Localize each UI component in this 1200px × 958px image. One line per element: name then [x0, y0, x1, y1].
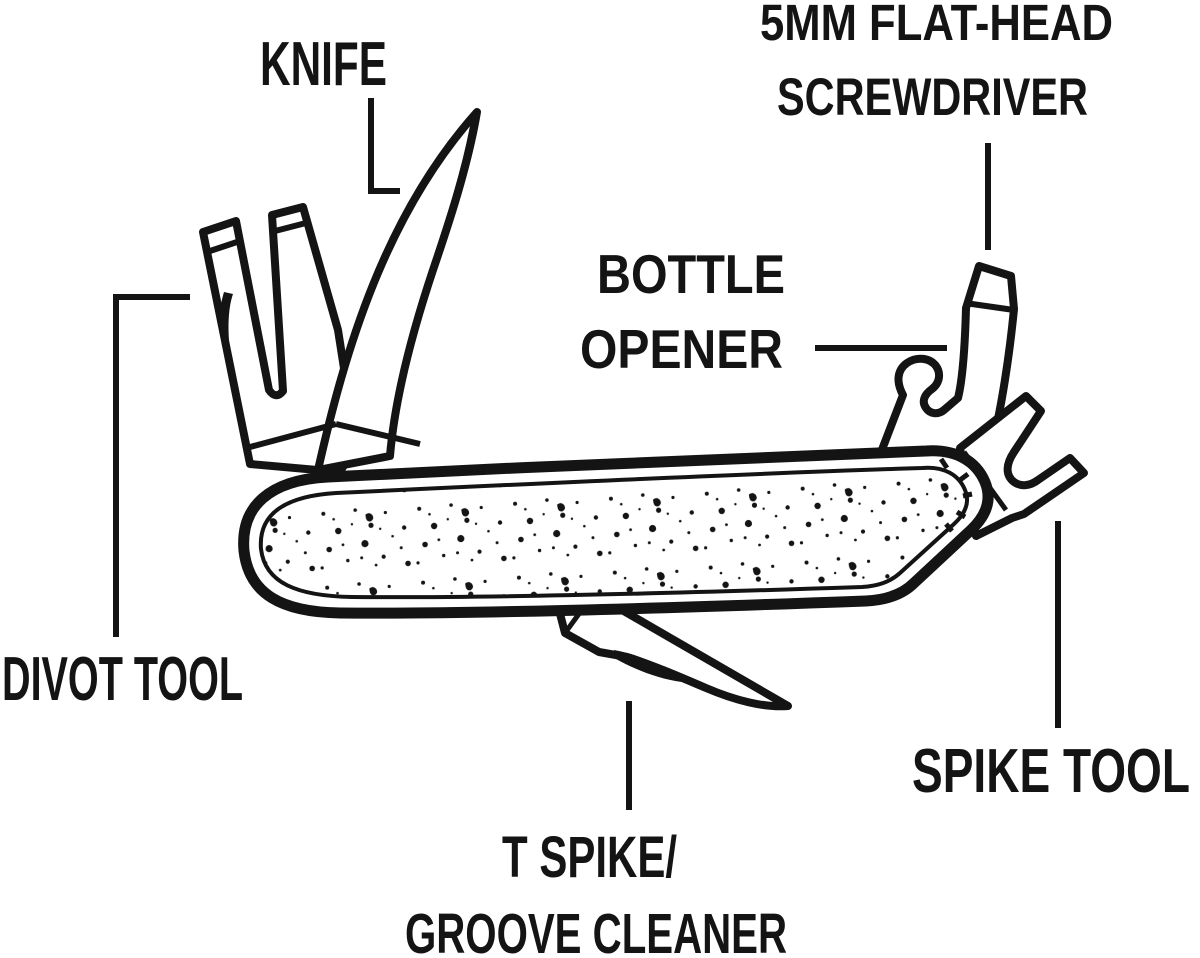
label-divot-tool: DIVOT TOOL — [2, 645, 243, 714]
divot-nail-nick — [219, 292, 233, 357]
label-flathead-line1: 5MM FLAT-HEAD — [760, 0, 1113, 51]
knife-edge-line — [390, 124, 474, 452]
divot-tool-drawing — [199, 203, 360, 476]
label-knife: KNIFE — [260, 30, 387, 99]
screwdriver-bevel-line — [964, 300, 1015, 313]
screwdriver-outline — [874, 262, 1018, 468]
tool-base-fold-left — [249, 421, 337, 450]
handle-tick-marks — [938, 457, 973, 533]
label-spike-tool: SPIKE TOOL — [912, 737, 1190, 806]
label-bottle-line1: BOTTLE — [597, 243, 785, 305]
divot-prong-cap-right — [274, 220, 307, 234]
label-flathead-line2: SCREWDRIVER — [777, 68, 1088, 127]
label-tspike-line2: GROOVE CLEANER — [405, 902, 787, 958]
divot-tool-leader-line — [113, 294, 190, 637]
divot-prong-cap-left — [206, 238, 241, 255]
handle-inner-scale — [258, 465, 970, 600]
t-spike-outline — [554, 602, 792, 711]
label-tspike-line1: T SPIKE/ — [502, 825, 677, 890]
t-spike-drawing — [554, 602, 792, 711]
handle-body — [238, 445, 994, 619]
t-spike-slot — [614, 650, 682, 682]
screwdriver-bottle-opener-drawing — [874, 262, 1018, 468]
label-bottle-line2: OPENER — [580, 318, 783, 380]
knife-drawing — [249, 108, 481, 474]
knife-leader-line — [368, 98, 400, 194]
divot-tool-outline — [199, 203, 360, 476]
tool-base-fold-right — [335, 421, 421, 447]
